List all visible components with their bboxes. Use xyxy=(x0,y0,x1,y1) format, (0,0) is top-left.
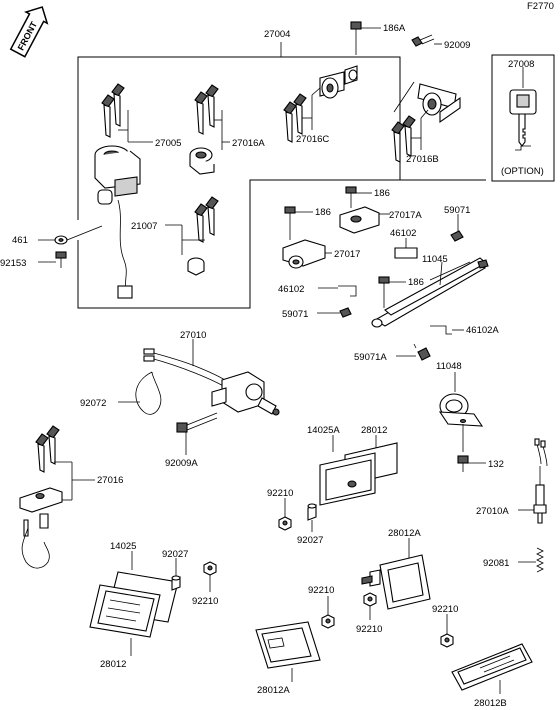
label-46102-b: 46102 xyxy=(278,284,304,295)
label-186-a: 186 xyxy=(374,188,390,199)
label-27005: 27005 xyxy=(155,138,181,149)
label-28012a-b: 28012A xyxy=(257,685,290,696)
label-92210-c: 92210 xyxy=(308,585,334,596)
figure-id: F2770 xyxy=(527,1,554,12)
label-46102-a: 46102 xyxy=(390,228,416,239)
bolt-186a xyxy=(350,21,381,55)
label-92210-e: 92210 xyxy=(432,604,458,615)
clip-59071-lower xyxy=(317,307,352,318)
lens-28012b xyxy=(451,643,533,694)
label-11048: 11048 xyxy=(436,361,462,372)
label-27010a: 27010A xyxy=(476,506,509,517)
label-27016b: 27016B xyxy=(406,154,439,165)
clip-59071-upper xyxy=(450,214,464,242)
bolt-186-upper xyxy=(345,186,372,208)
bracket-27017 xyxy=(282,239,332,269)
ignition-switch-27005 xyxy=(94,83,153,299)
label-132: 132 xyxy=(488,459,504,470)
bolt-132 xyxy=(457,455,486,472)
label-59071-b: 59071 xyxy=(282,309,308,320)
bolt-92153 xyxy=(38,251,67,268)
switch-27010a xyxy=(518,438,548,524)
lever-11045 xyxy=(371,257,489,328)
label-92072: 92072 xyxy=(80,398,106,409)
switch-27010 xyxy=(143,339,280,416)
lock-27016c xyxy=(283,65,358,143)
label-186-b: 186 xyxy=(315,207,331,218)
label-14025a: 14025A xyxy=(307,425,340,436)
band-92072 xyxy=(118,371,162,415)
label-92210-b: 92210 xyxy=(192,596,218,607)
washer-461 xyxy=(38,225,103,245)
bracket-11048 xyxy=(438,372,484,452)
label-92153: 92153 xyxy=(0,258,26,269)
option-label: (OPTION) xyxy=(501,166,544,177)
pin-46102-upper xyxy=(394,238,418,259)
label-27004: 27004 xyxy=(264,29,290,40)
label-27017: 27017 xyxy=(334,249,360,260)
sleeve-92027-a xyxy=(307,503,317,532)
lock-27016b xyxy=(391,81,461,163)
pin-46102-lower xyxy=(318,285,357,297)
pin-46102a xyxy=(430,325,464,335)
label-92210-a: 92210 xyxy=(267,488,293,499)
label-11045: 11045 xyxy=(422,254,448,265)
nut-92210-e xyxy=(440,614,454,648)
lock-27016a xyxy=(189,84,230,175)
label-92081: 92081 xyxy=(483,558,509,569)
label-59071-a: 59071 xyxy=(444,205,470,216)
lamp-14025a xyxy=(319,435,398,506)
label-92009: 92009 xyxy=(444,40,470,51)
label-21007: 21007 xyxy=(131,221,157,232)
sleeve-92027-b xyxy=(171,558,181,591)
label-14025: 14025 xyxy=(110,541,136,552)
label-27017a: 27017A xyxy=(389,210,422,221)
label-92027-b: 92027 xyxy=(162,549,188,560)
label-92009a: 92009A xyxy=(165,458,198,469)
nut-92210-b xyxy=(203,561,217,592)
label-27016c: 27016C xyxy=(296,134,329,145)
label-27008: 27008 xyxy=(508,59,534,70)
ignition-switch-set-frame xyxy=(77,42,486,309)
label-27016a: 27016A xyxy=(232,138,265,149)
lock-21007 xyxy=(165,196,219,276)
lock-set-27016 xyxy=(19,425,95,569)
label-28012-b: 28012 xyxy=(100,659,126,670)
label-186-c: 186 xyxy=(408,277,424,288)
label-59071a: 59071A xyxy=(354,352,387,363)
label-28012-a: 28012 xyxy=(361,425,387,436)
bracket-27017a xyxy=(339,206,390,234)
bolt-186-left xyxy=(284,206,313,240)
nut-92210-a xyxy=(278,498,292,531)
spring-92081 xyxy=(518,547,544,573)
screw-92009 xyxy=(411,34,442,47)
clip-59071a xyxy=(396,343,431,361)
nut-92210-d xyxy=(363,592,377,620)
label-461: 461 xyxy=(12,235,28,246)
label-27010: 27010 xyxy=(180,330,206,341)
lamp-14025 xyxy=(89,551,179,638)
nut-92210-c xyxy=(321,596,335,629)
label-92027-a: 92027 xyxy=(297,535,323,546)
lens-28012a-lower xyxy=(255,621,321,682)
label-27016: 27016 xyxy=(97,475,123,486)
option-box xyxy=(491,54,555,182)
label-28012b: 28012B xyxy=(474,698,507,709)
label-28012a-a: 28012A xyxy=(388,528,421,539)
lamp-28012a-upper xyxy=(361,538,431,610)
bolt-186-lower xyxy=(378,276,406,308)
label-92210-d: 92210 xyxy=(356,624,382,635)
label-186a: 186A xyxy=(383,23,406,34)
front-arrow-icon: FRONT xyxy=(9,6,49,58)
screw-92009a xyxy=(176,412,218,455)
label-46102a: 46102A xyxy=(466,325,499,336)
